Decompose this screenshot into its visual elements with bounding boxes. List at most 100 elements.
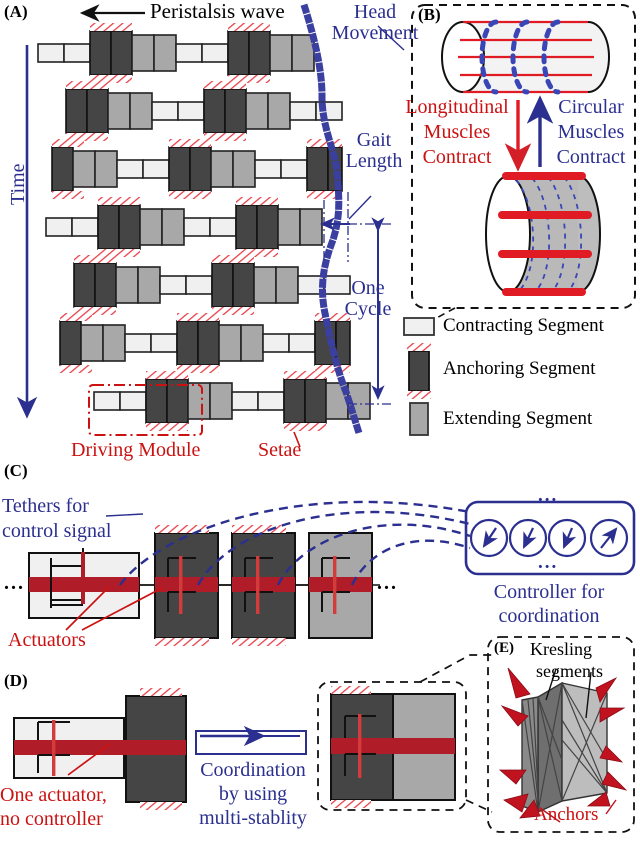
- worm-row: [45, 197, 323, 257]
- d-actuator-rod: [14, 740, 186, 755]
- anchors-label: Anchors: [534, 804, 599, 825]
- worm-row: [73, 255, 351, 315]
- panel-label-c: (C): [4, 461, 28, 480]
- longitudinal-muscles-label: Longitudinal Muscles Contract: [405, 96, 509, 168]
- actuator-leader: [81, 587, 163, 631]
- setae: [307, 191, 342, 199]
- dial-needle: [562, 527, 577, 550]
- setae: [146, 423, 188, 431]
- setae: [177, 313, 219, 321]
- setae: [236, 249, 278, 257]
- module-c2: [154, 525, 234, 646]
- tether-curve: [276, 523, 471, 586]
- panel-label-b: (B): [418, 5, 441, 24]
- dial-needle: [600, 527, 618, 549]
- panel-d-group: [13, 654, 493, 813]
- setae: [204, 81, 246, 89]
- setae: [90, 23, 132, 31]
- module-c4: [308, 532, 373, 639]
- driving-module-box: [88, 384, 203, 436]
- setae-label: Setae: [258, 439, 302, 461]
- panel-d-to-e-connector2: [465, 799, 493, 813]
- worm-row: [93, 371, 371, 431]
- actuator-leader: [65, 585, 111, 631]
- coordination-box: [195, 730, 307, 755]
- panel-e-group: [487, 636, 635, 833]
- contracted-cylinder: [485, 172, 601, 296]
- head-movement-trajectory: [300, 3, 365, 441]
- setae: [228, 23, 270, 31]
- legend-swatch-contracting: [403, 317, 435, 336]
- kresling-body: [521, 681, 608, 814]
- tether-curve: [196, 510, 471, 586]
- kresling-leader: [545, 668, 557, 701]
- head-movement-leader: [377, 25, 405, 51]
- panel-e-border: [487, 636, 635, 833]
- setae: [74, 255, 116, 263]
- setae: [307, 139, 342, 147]
- legend-label-anchoring: Anchoring Segment: [443, 358, 596, 379]
- kresling-segments-label: segments: [536, 661, 603, 681]
- tethers-label: Tethers for control signal: [2, 495, 112, 542]
- circular-muscles-label: Circular Muscles Contract: [556, 96, 626, 168]
- controller-label: Controller for coordination: [493, 581, 605, 627]
- setae: [74, 307, 116, 315]
- one-actuator-leader: [67, 743, 111, 776]
- setae: [315, 313, 350, 321]
- worm-row: [59, 313, 351, 373]
- setae: [177, 365, 219, 373]
- setae-pointer: [293, 431, 301, 448]
- setae: [204, 133, 246, 141]
- one-cycle-label: One Cycle: [344, 277, 392, 320]
- setae: [146, 371, 188, 379]
- relaxed-cylinder: [441, 19, 610, 95]
- setae: [212, 307, 254, 315]
- ellipsis-left: ...: [4, 572, 25, 594]
- head-movement-label: Head Movement: [331, 1, 419, 44]
- kresling-label: Kresling: [530, 639, 592, 659]
- setae: [52, 191, 84, 199]
- worm-row: [65, 81, 343, 141]
- actuators-label: Actuators: [8, 629, 86, 651]
- legend-swatch-extending: [409, 402, 429, 436]
- gait-length-label: Gait Length: [345, 129, 403, 172]
- panel-b-border: [411, 4, 636, 309]
- worm-row: [51, 139, 343, 199]
- tether-leader: [105, 513, 144, 517]
- controller-dots-top: ...: [538, 485, 559, 506]
- setae: [228, 75, 270, 83]
- dial-needle: [523, 527, 537, 549]
- anchors-group: [498, 667, 628, 819]
- legend-group: [403, 317, 435, 436]
- setae: [169, 139, 211, 147]
- anchors-leader: [605, 799, 617, 815]
- panel-label-e: (E): [494, 640, 514, 656]
- bistable-pair: [317, 681, 467, 811]
- dial-needle: [482, 527, 498, 548]
- panel-a-group: [16, 3, 405, 448]
- coordination-label: Coordination by using multi-stablity: [199, 759, 307, 829]
- controller-dots-bottom: ...: [538, 552, 559, 573]
- setae: [169, 191, 211, 199]
- legend-label-contracting: Contracting Segment: [443, 315, 604, 336]
- setae: [66, 133, 108, 141]
- setae: [98, 197, 140, 205]
- setae: [90, 75, 132, 83]
- setae: [284, 371, 326, 379]
- kresling-leader: [585, 671, 592, 719]
- panel-d-to-e-connector: [419, 654, 492, 683]
- peristalsis-wave-label: Peristalsis wave: [150, 0, 285, 23]
- driving-module-label: Driving Module: [71, 439, 201, 461]
- setae: [236, 197, 278, 205]
- setae: [315, 365, 350, 373]
- panel-label-a: (A): [4, 2, 28, 21]
- panel-b-group: [404, 4, 636, 329]
- setae: [60, 313, 92, 321]
- setae: [66, 81, 108, 89]
- time-axis-label: Time: [7, 163, 29, 205]
- legend-swatch-anchoring: [408, 350, 430, 392]
- worm-row: [37, 23, 315, 83]
- anchors-leader: [539, 807, 561, 823]
